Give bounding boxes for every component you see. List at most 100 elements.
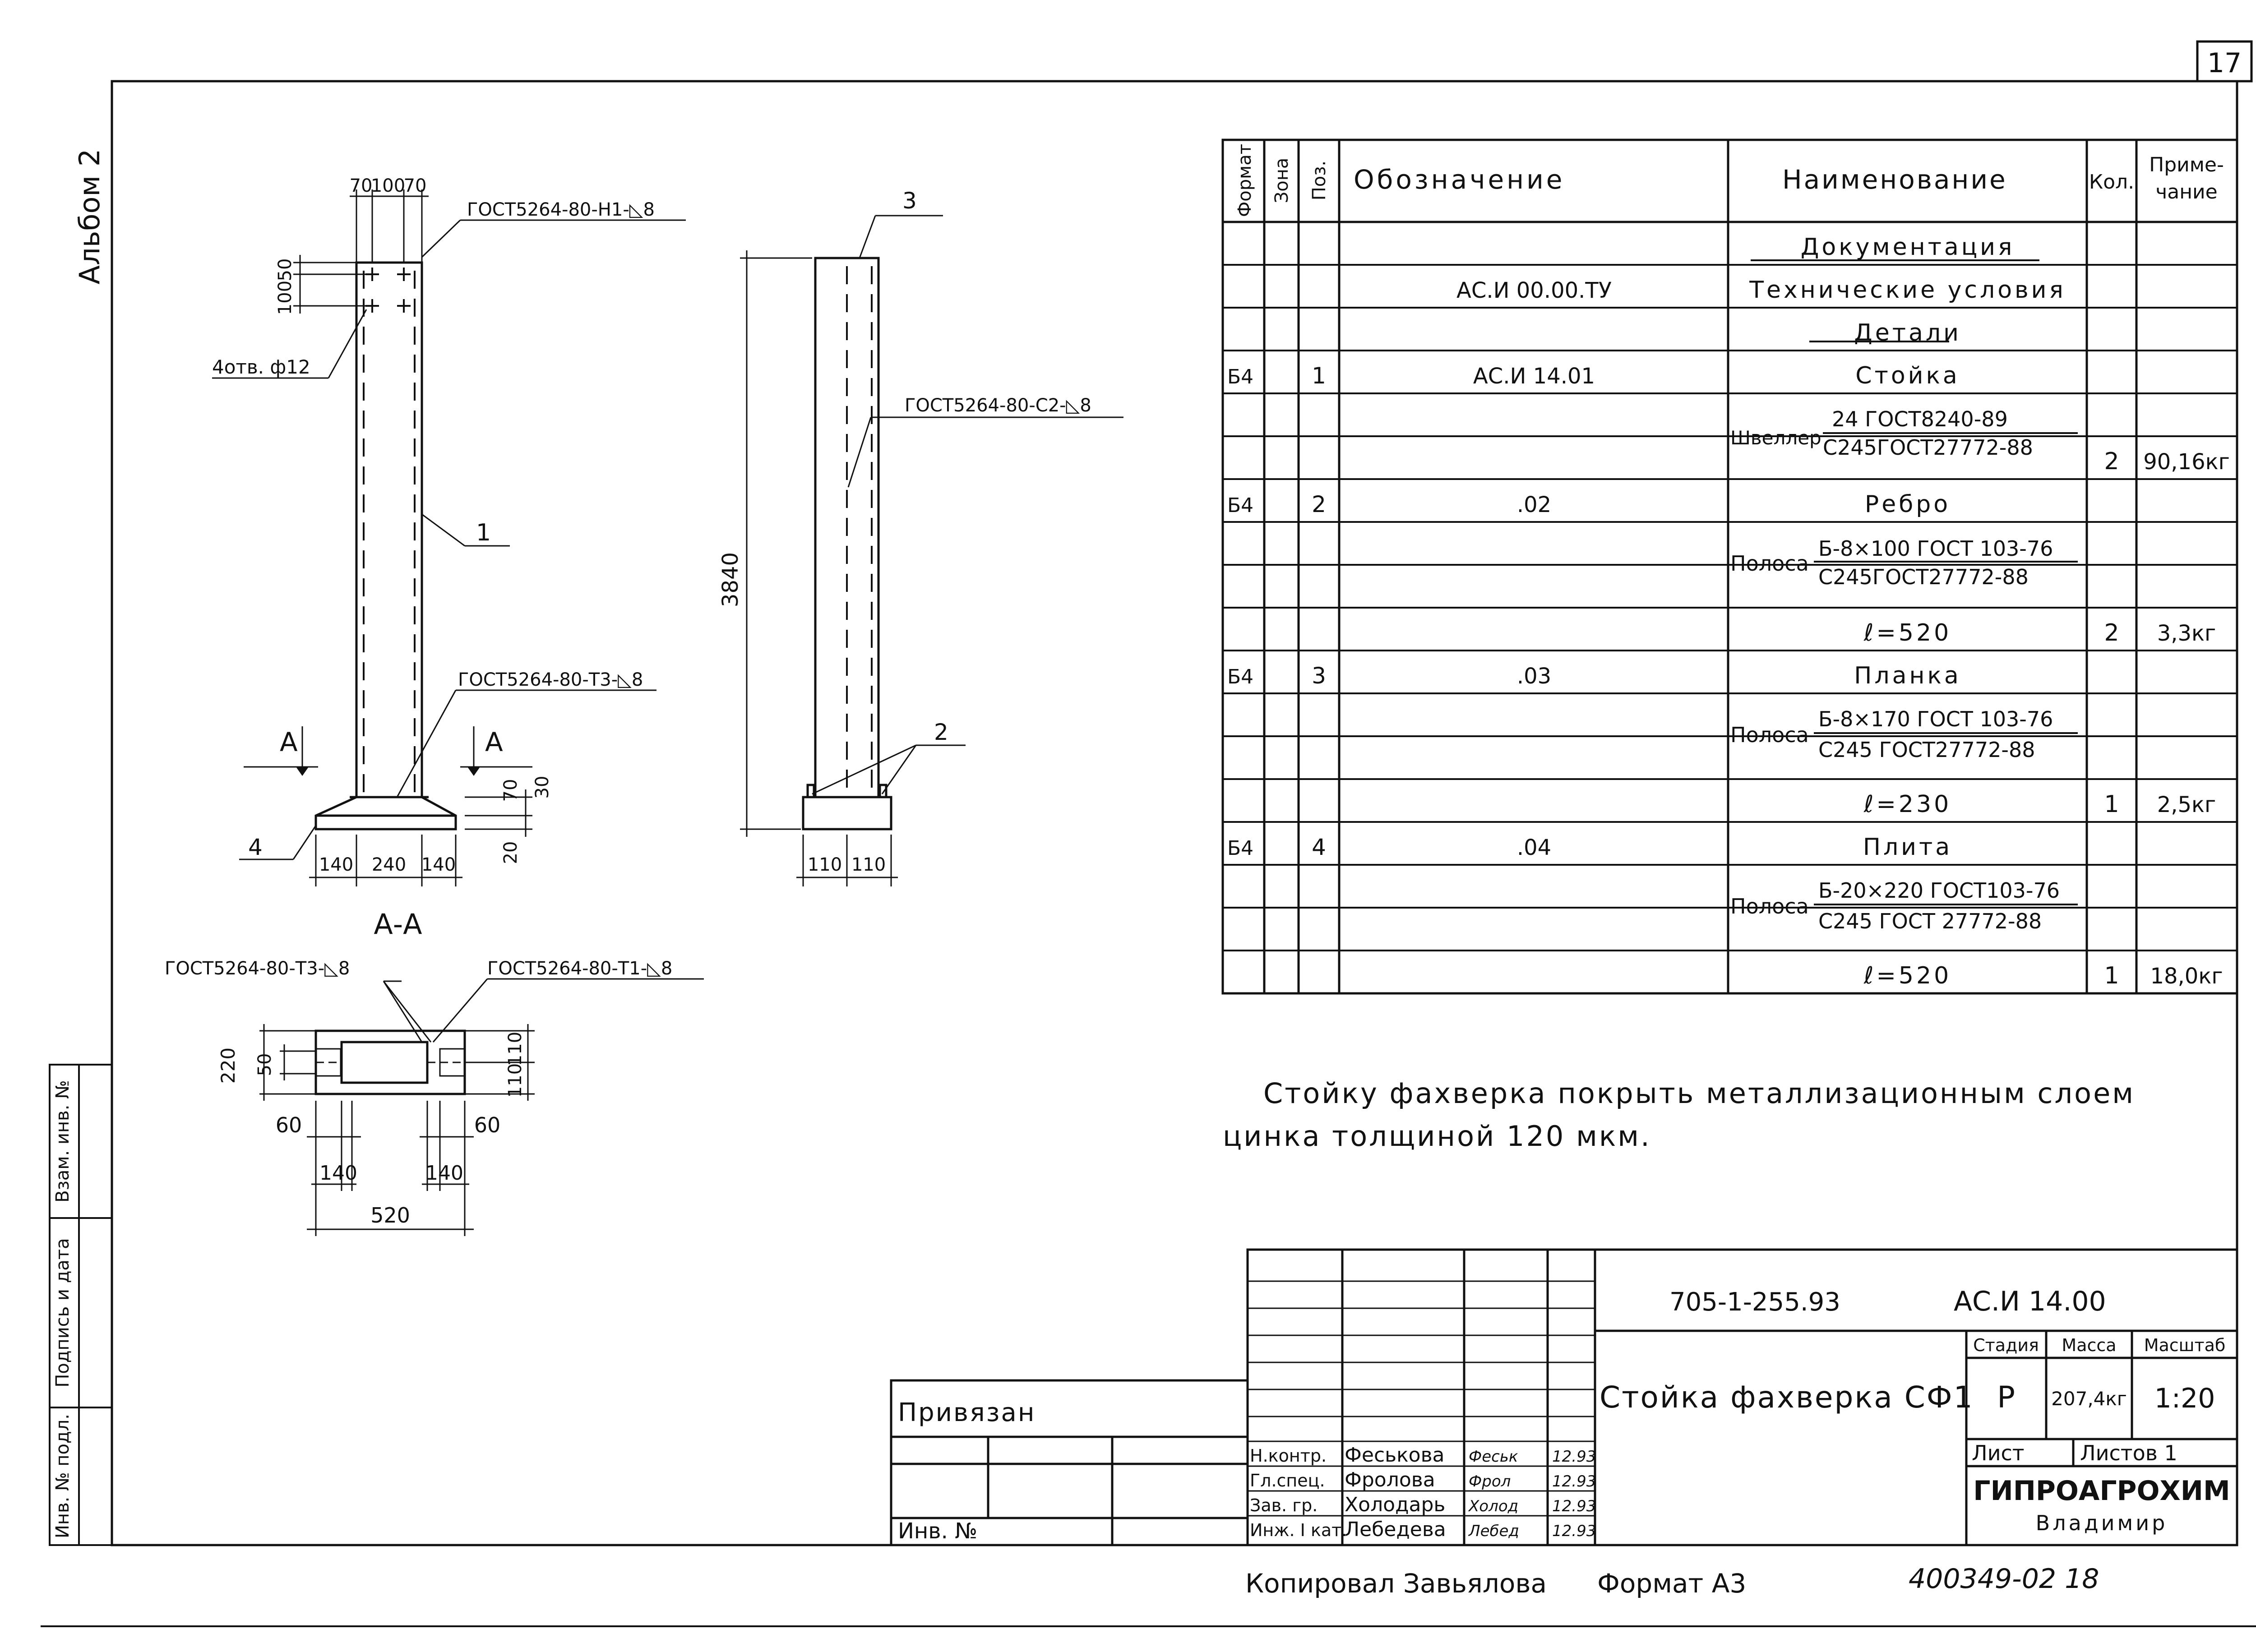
- dim-top-100: 100: [371, 175, 405, 196]
- side-stamp-replace: Взам. инв. №: [52, 1080, 73, 1203]
- dim-top-70a: 70: [350, 175, 373, 196]
- signer-role: Зав. гр.: [1250, 1495, 1318, 1515]
- section-a-view: [314, 1029, 466, 1095]
- spec-cell-format: Б4: [1227, 837, 1253, 860]
- spec-cell-format: Б4: [1227, 494, 1253, 517]
- spec-cell-note: 18,0кг: [2150, 964, 2223, 989]
- section-mark-left: А: [280, 727, 298, 757]
- sheet-number: 17: [2207, 47, 2242, 79]
- title-name: Стойка фахверка СФ1: [1600, 1380, 1974, 1415]
- spec-cell-qty: 2: [2104, 619, 2119, 646]
- spec-cell-name: ℓ=520: [1863, 619, 1951, 646]
- dim-a220: 220: [217, 1047, 239, 1084]
- dim-top-70b: 70: [404, 175, 427, 196]
- callout-3: 3: [902, 188, 917, 214]
- spec-cell-name: Документация: [1801, 234, 2015, 261]
- material-prefix-3: Полоса: [1730, 723, 1809, 747]
- weld-label-t3b: ГОСТ5264-80-Т3-◺8: [165, 958, 350, 979]
- spec-header-note-1: Приме-: [2149, 153, 2224, 176]
- signer-signature: Феськ: [1469, 1448, 1518, 1466]
- material-fractions: Швеллер 24 ГОСТ8240-89 С245ГОСТ27772-88 …: [1730, 407, 2078, 933]
- spec-cell-name: Ребро: [1865, 491, 1951, 518]
- dim-v100: 100: [275, 281, 296, 315]
- spec-cell-designation: АС.И 14.01: [1473, 364, 1595, 389]
- signer-name: Холодарь: [1345, 1493, 1445, 1516]
- spec-cell-name: Плита: [1863, 834, 1952, 861]
- spec-cell-name: ℓ=230: [1863, 791, 1951, 818]
- dim-a520: 520: [370, 1203, 410, 1227]
- callout-4: 4: [248, 834, 263, 860]
- material-num-1: 24 ГОСТ8240-89: [1832, 407, 2008, 431]
- title-stage-label: Стадия: [1973, 1335, 2039, 1355]
- spec-cell-name: Стойка: [1855, 362, 1960, 389]
- signer-signature: Холод: [1468, 1497, 1518, 1515]
- title-stage: Р: [1997, 1380, 2015, 1415]
- privyazan-label: Привязан: [898, 1398, 1036, 1427]
- album-label: Альбом 2: [73, 149, 106, 285]
- signer-name: Фролова: [1345, 1468, 1435, 1491]
- callout-1: 1: [476, 519, 491, 546]
- footer-stamp: 400349-02 18: [1909, 1563, 2099, 1595]
- signer-date: 12.93: [1552, 1522, 1596, 1540]
- dim-a140a: 140: [319, 1162, 357, 1185]
- material-den-3: С245 ГОСТ27772-88: [1818, 738, 2035, 762]
- dim-b140a: 140: [319, 854, 353, 875]
- spec-cell-name: ℓ=520: [1863, 962, 1951, 989]
- dim-a140b: 140: [425, 1162, 463, 1185]
- weld-label-h1: ГОСТ5264-80-Н1-◺8: [467, 199, 655, 220]
- bolt-holes: [365, 268, 411, 313]
- signer-date: 12.93: [1552, 1497, 1596, 1515]
- dim-s110a: 110: [808, 854, 842, 875]
- title-org-city: Владимир: [2036, 1511, 2168, 1535]
- title-sheet-label: Лист: [1972, 1441, 2025, 1465]
- dim-b140b: 140: [421, 854, 456, 875]
- footer-format: Формат А3: [1597, 1568, 1746, 1599]
- side-stamp-sign: Подпись и дата: [52, 1238, 73, 1387]
- section-dims: [259, 978, 704, 1236]
- spec-cell-format: Б4: [1227, 665, 1253, 688]
- spec-cell-name: Детали: [1854, 319, 1961, 346]
- material-prefix-4: Полоса: [1730, 894, 1809, 918]
- material-den-1: С245ГОСТ27772-88: [1823, 435, 2033, 460]
- holes-label: 4отв. ф12: [212, 356, 310, 378]
- spec-cell-qty: 1: [2104, 962, 2119, 989]
- spec-cell-designation: АС.И 00.00.ТУ: [1456, 278, 1612, 303]
- material-prefix-2: Полоса: [1730, 551, 1809, 576]
- title-scale: 1:20: [2154, 1383, 2215, 1414]
- material-num-3: Б-8×170 ГОСТ 103-76: [1818, 707, 2053, 731]
- spec-table-grid: [1221, 138, 2238, 995]
- spec-cell-note: 2,5кг: [2157, 792, 2216, 817]
- material-den-2: С245ГОСТ27772-88: [1818, 565, 2029, 589]
- spec-header-zone: Зона: [1271, 158, 1292, 203]
- spec-cell-pos: 4: [1312, 834, 1326, 860]
- title-block-grid: [890, 1248, 2238, 1546]
- section-arrow-right: [467, 767, 480, 776]
- spec-header-name: Наименование: [1782, 164, 2007, 195]
- note-line-1: Стойку фахверка покрыть металлизационным…: [1263, 1077, 2135, 1110]
- dim-a50: 50: [254, 1053, 275, 1076]
- spec-cell-designation: .03: [1517, 664, 1551, 689]
- note-line-2: цинка толщиной 120 мкм.: [1223, 1120, 1651, 1153]
- spec-cell-designation: .02: [1517, 492, 1551, 517]
- spec-cell-name: Технические условия: [1749, 277, 2066, 304]
- side-dims: [740, 215, 1123, 886]
- title-code: 705-1-255.93: [1669, 1287, 1840, 1317]
- dim-b240: 240: [372, 854, 406, 875]
- weld-label-c2: ГОСТ5264-80-С2-◺8: [905, 395, 1091, 416]
- spec-cell-pos: 2: [1312, 491, 1326, 517]
- front-dims: [212, 189, 686, 886]
- material-den-4: С245 ГОСТ 27772-88: [1818, 909, 2042, 933]
- callout-2: 2: [934, 719, 948, 745]
- spec-header-format: Формат: [1234, 144, 1255, 217]
- title-org: ГИПРОАГРОХИМ: [1973, 1475, 2230, 1507]
- spec-cell-note: 3,3кг: [2157, 621, 2216, 646]
- signer-date: 12.93: [1552, 1448, 1596, 1466]
- spec-header-designation: Обозначение: [1354, 164, 1565, 195]
- material-num-4: Б-20×220 ГОСТ103-76: [1818, 878, 2060, 903]
- section-mark-right: А: [485, 727, 503, 757]
- footer-copied: Копировал Завьялова: [1245, 1568, 1547, 1599]
- spec-cell-qty: 1: [2104, 791, 2119, 818]
